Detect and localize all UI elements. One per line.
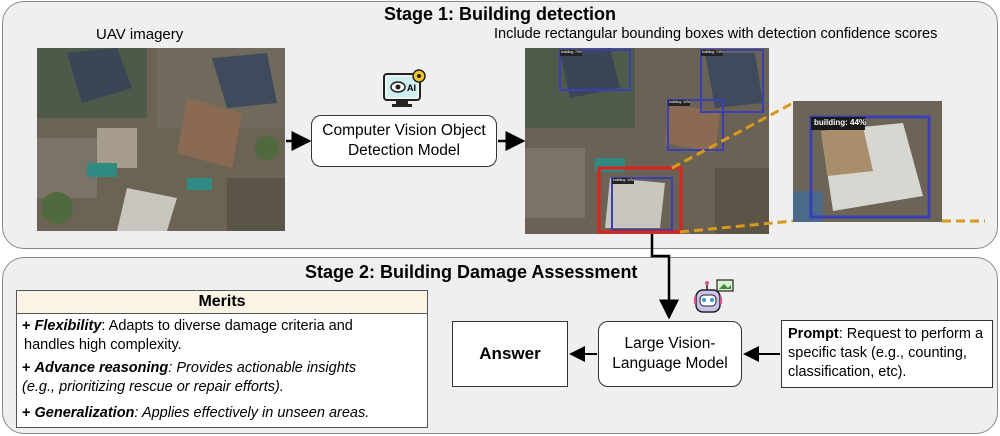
detection-model-line1: Computer Vision Object [322,122,486,139]
detect-caption: Include rectangular bounding boxes with … [494,26,938,42]
lvlm-line1: Large Vision- [624,335,716,352]
uav-image [37,48,285,231]
detection-model-box: Computer Vision Object Detection Model [311,115,497,167]
bbox-label-3: building: 44% [669,100,691,104]
merit-generalization-name: Generalization [34,405,135,421]
arrow-detection-to-lvlm [650,234,679,320]
zoom-connector-top [671,101,794,170]
merit-flexibility-line2: handles high complexity. [24,337,182,353]
detection-model-line2: Detection Model [347,142,460,159]
merit-flexibility-line1: : Adapts to diverse damage criteria and [101,318,353,334]
merit-reasoning-name: Advance reasoning [34,360,169,376]
zoom-connector-bottom [679,219,794,234]
prompt-text: : Request to perform a specific task (e.… [788,326,984,380]
prompt-label: Prompt [788,326,839,342]
detection-image: building: 70% building: 74% building: 44… [525,48,769,234]
zoom-bbox-label: building: 44% [814,118,866,127]
monitor-ai-icon: AI [382,68,428,110]
stage1-title: Stage 1: Building detection [383,4,616,24]
merit-generalization: + Generalization: Applies effectively in… [22,404,422,423]
merits-title: Merits [17,291,427,314]
merit-prefix: + [22,318,35,334]
robot-icon [693,278,737,318]
merit-flexibility-name: Flexibility [34,318,102,334]
merits-box: Merits [16,290,428,428]
zoomed-building-image: building: 44% [793,101,942,222]
bbox-label-2: building: 74% [702,50,724,54]
bbox-label-1: building: 70% [561,50,583,54]
ai-icon-text: AI [407,83,416,93]
lvlm-box: Large Vision- Language Model [598,321,742,387]
merit-reasoning: + Advance reasoning: Provides actionable… [22,359,422,397]
answer-box: Answer [452,321,568,387]
uav-caption: UAV imagery [96,26,184,43]
prompt-box: Prompt: Request to perform a specific ta… [781,320,993,388]
merit-reasoning-line2: (e.g., prioritizing rescue or repair eff… [22,379,284,395]
merit-prefix: + [22,405,35,421]
bbox-label-4: building: 44% [613,178,635,182]
merit-flexibility: + Flexibility: Adapts to diverse damage … [22,317,422,355]
lvlm-line2: Language Model [612,355,728,372]
merit-reasoning-line1: : Provides actionable insights [168,360,357,376]
merit-prefix: + [22,360,35,376]
merit-generalization-line1: : Applies effectively in unseen areas. [134,405,370,421]
stage2-title: Stage 2: Building Damage Assessment [305,262,638,282]
